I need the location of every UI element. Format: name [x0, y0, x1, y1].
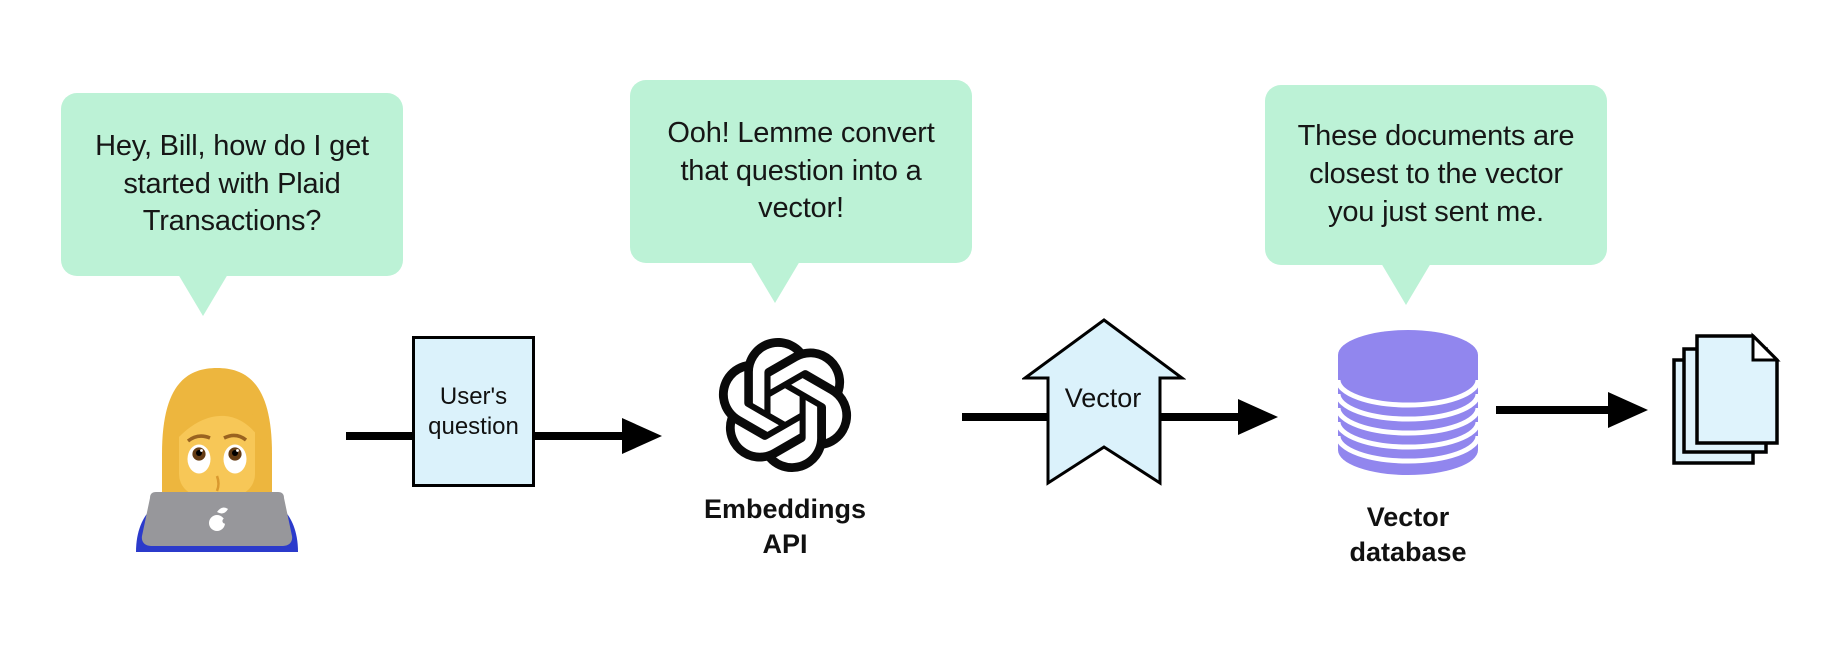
- database-separator: [1338, 393, 1478, 422]
- database-separator: [1338, 421, 1478, 450]
- vector-banner-label: Vector: [1064, 383, 1142, 413]
- documents-stack-icon: [1672, 332, 1781, 465]
- emoji-brow-right: [223, 433, 248, 442]
- arrow-database-to-documents: [1496, 392, 1648, 428]
- emoji-nose: [215, 475, 220, 492]
- document-dogear-fold: [1751, 332, 1781, 362]
- emoji-glint-left: [200, 449, 203, 452]
- emoji-apple-bite: [222, 518, 228, 524]
- speech-bubble-embeddings-tail: [750, 261, 800, 303]
- user-question-box: User's question: [412, 336, 535, 487]
- speech-bubble-user-tail: [178, 274, 228, 316]
- emoji-apple-logo: [209, 515, 225, 531]
- database-separator: [1338, 379, 1478, 408]
- emoji-brow-left: [186, 434, 211, 443]
- emoji-pupil-left: [196, 450, 202, 456]
- openai-logo-icon: [718, 338, 852, 472]
- vector-database-icon: [1338, 330, 1478, 475]
- emoji-face: [179, 408, 255, 496]
- database-separator: [1338, 407, 1478, 436]
- database-separator: [1338, 435, 1478, 464]
- emoji-fringe: [166, 395, 270, 458]
- vector-banner-polygon: [1022, 318, 1186, 486]
- woman-technologist-emoji: [136, 368, 298, 552]
- speech-bubble-user: Hey, Bill, how do I get started with Pla…: [61, 93, 403, 276]
- vector-database-label: Vector database: [1349, 502, 1467, 568]
- speech-bubble-database-tail: [1381, 263, 1431, 305]
- document-page-front: [1695, 334, 1779, 445]
- embeddings-api-label: Embeddings API: [703, 494, 866, 560]
- speech-bubble-embeddings: Ooh! Lemme convert that question into a …: [630, 80, 972, 263]
- emoji-pupil-right: [232, 450, 238, 456]
- emoji-apple-leaf: [217, 507, 228, 514]
- emoji-glint-right: [236, 449, 239, 452]
- vector-banner-shape: [1022, 318, 1186, 486]
- speech-bubble-database: These documents are closest to the vecto…: [1265, 85, 1607, 265]
